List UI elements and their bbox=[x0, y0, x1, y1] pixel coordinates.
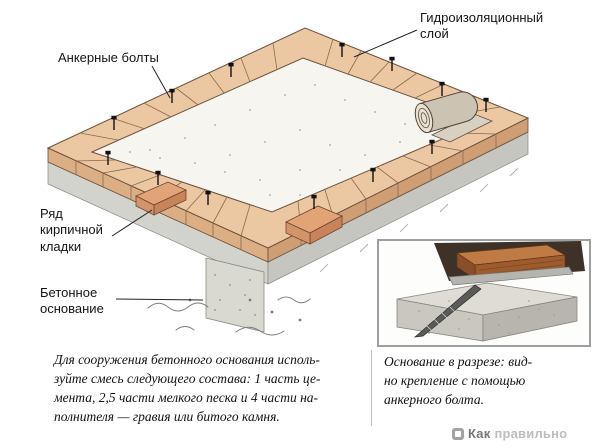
waterproofing-roll bbox=[414, 91, 478, 134]
watermark-text-dark: Как bbox=[468, 426, 491, 441]
inset-diagram bbox=[396, 241, 585, 342]
leader-anchor-bolts bbox=[151, 65, 171, 99]
anchor-bolt bbox=[311, 194, 317, 209]
label-waterproofing-layer: Гидроизоляционный слой bbox=[420, 10, 544, 42]
label-concrete-base: Бетонное основание bbox=[40, 285, 104, 317]
accent-brick-front-corner bbox=[285, 205, 343, 245]
caption-line: Основание в разрезе: вид- bbox=[384, 354, 533, 369]
note-line: Для сооружения бетонного основания испол… bbox=[54, 352, 320, 367]
caption-line: но крепление с помощью bbox=[384, 373, 526, 389]
caption-line: анкерного болта. bbox=[384, 392, 484, 408]
label-anchor-bolts: Анкерные болты bbox=[58, 50, 159, 65]
note-line: полнителя — гравия или битого камня. bbox=[54, 409, 280, 425]
anchor-bolt bbox=[483, 97, 489, 112]
inner-ground bbox=[92, 58, 482, 212]
concrete-pier bbox=[205, 257, 265, 333]
leader-concrete-base bbox=[115, 298, 204, 301]
anchor-bolts bbox=[105, 42, 489, 209]
label-brick-row: Ряд кирпичной кладки bbox=[40, 206, 103, 254]
anchor-bolt bbox=[111, 115, 117, 130]
anchor-bolt bbox=[339, 42, 345, 57]
anchor-bolt bbox=[370, 167, 376, 182]
watermark-text-light: правильно bbox=[494, 426, 568, 441]
accent-brick-left-edge bbox=[135, 181, 187, 216]
inset-caption: Основание в разрезе: вид- но крепление с… bbox=[384, 352, 589, 409]
note-line: зуйте смесь следующего состава: 1 часть … bbox=[54, 371, 321, 387]
note-line: мента, 2,5 части мелкого песка и 4 части… bbox=[54, 390, 319, 406]
leader-waterproofing bbox=[353, 29, 418, 58]
caption-divider bbox=[371, 350, 372, 426]
anchor-bolt bbox=[105, 150, 111, 165]
anchor-bolt bbox=[169, 88, 175, 103]
inset-cross-section-box bbox=[377, 239, 591, 347]
leader-brick-row bbox=[111, 209, 153, 237]
inset-anchor-bolt bbox=[413, 284, 482, 338]
leader-lines bbox=[111, 29, 418, 301]
mix-recipe-note: Для сооружения бетонного основания испол… bbox=[54, 350, 364, 427]
anchor-bolt bbox=[228, 62, 234, 77]
anchor-bolt bbox=[155, 170, 161, 185]
anchor-bolt bbox=[205, 190, 211, 205]
ground-scribbles bbox=[147, 296, 311, 336]
inset-plate bbox=[448, 266, 574, 286]
anchor-bolt bbox=[389, 56, 395, 71]
watermark-logo-icon bbox=[452, 427, 464, 440]
ground-hatching bbox=[319, 167, 519, 273]
inset-speckles bbox=[418, 300, 555, 334]
anchor-bolt bbox=[439, 81, 445, 96]
anchor-bolt bbox=[429, 139, 435, 154]
